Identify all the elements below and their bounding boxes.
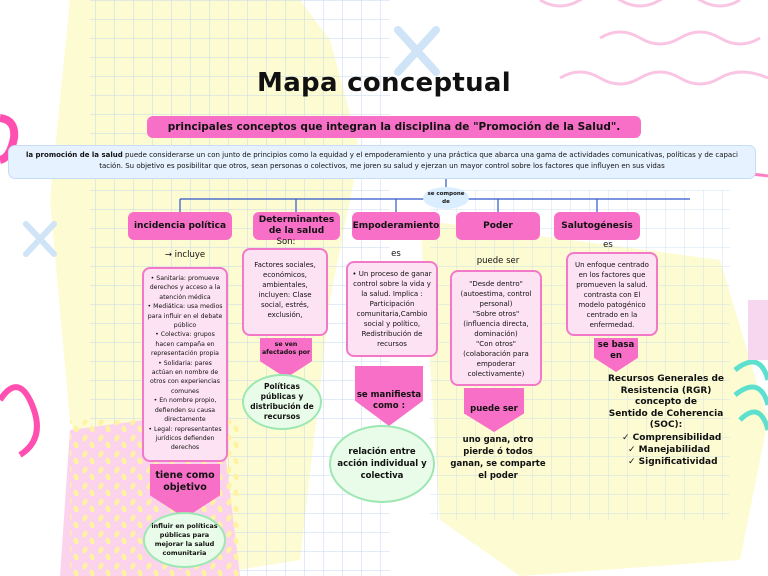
list-item: • Mediática: usa medios para influir en … <box>147 303 223 330</box>
list-item: • En nombre propio, defienden su causa d… <box>153 397 217 424</box>
rgr-line: concepto de <box>635 397 697 407</box>
hub-node: se compone de <box>423 187 469 209</box>
rgr-line: Sentido de Coherencia <box>608 408 724 419</box>
list-item: • Colectiva: grupos hacen campaña en rep… <box>151 331 219 358</box>
incidencia-types-box: • Sanitaria: promueve derechos y acceso … <box>142 267 228 462</box>
list-item: • Legal: representantes jurídicos defien… <box>148 425 222 452</box>
intro-lead: la promoción de la salud <box>25 151 123 159</box>
determinantes-box: Factores sociales, económicos, ambiental… <box>242 248 328 336</box>
header-empoderamiento: Empoderamiento <box>352 212 440 240</box>
connector-es-empoderamiento: es <box>391 249 401 259</box>
list-item: • Solidaria: pares actúan en nombre de o… <box>150 359 220 395</box>
connector-puede-ser: puede ser <box>476 256 520 266</box>
list-item: "Desde dentro" (autoestima, control pers… <box>460 280 532 308</box>
check-item-comprensibilidad: ✓ Comprensibilidad <box>622 433 722 443</box>
header-determinantes-salud: Determinantes de la salud <box>253 212 340 240</box>
header-poder: Poder <box>456 212 540 240</box>
result-determinantes: Políticas públicas y distribución de rec… <box>242 374 322 430</box>
subtitle-banner: principales conceptos que integran la di… <box>147 116 641 138</box>
header-incidencia-politica: incidencia política <box>128 212 232 240</box>
connector-incluye: → incluye <box>164 250 206 260</box>
intro-text: puede considerarse un con junto de princ… <box>99 151 739 170</box>
list-item: • Sanitaria: promueve derechos y acceso … <box>149 275 221 301</box>
soc-checklist: ✓ Comprensibilidad ✓ Manejabilidad ✓ Sig… <box>622 432 732 468</box>
result-salutogenesis: Recursos Generales de Resistencia (RGR) … <box>604 374 728 432</box>
check-item-manejabilidad: ✓ Manejabilidad <box>628 445 711 455</box>
rgr-line: Resistencia (RGR) <box>620 385 712 396</box>
rgr-line: (SOC): <box>649 420 683 430</box>
list-item: "Con otros" (colaboración para empoderar… <box>463 340 529 378</box>
connector-es-salutogenesis: es <box>603 240 613 250</box>
header-salutogenesis: Salutogénesis <box>554 212 640 240</box>
list-item: "Sobre otros" (influencia directa, domin… <box>463 310 529 338</box>
empoderamiento-box: • Un proceso de ganar control sobre la v… <box>346 261 438 357</box>
rgr-line: Recursos Generales de <box>608 374 724 384</box>
page-title: Mapa conceptual <box>257 68 511 98</box>
result-incidencia: influir en políticas públicas para mejor… <box>143 512 226 568</box>
intro-definition: la promoción de la salud puede considera… <box>8 145 756 179</box>
salutogenesis-box: Un enfoque centrado en los factores que … <box>566 252 658 336</box>
result-poder: uno gana, otro pierde ó todos ganan, se … <box>450 435 546 481</box>
check-item-significatividad: ✓ Significatividad <box>628 457 718 467</box>
poder-types-box: "Desde dentro" (autoestima, control pers… <box>450 270 542 386</box>
connector-son: Son: <box>276 237 296 247</box>
result-empoderamiento: relación entre acción individual y colec… <box>329 425 435 503</box>
